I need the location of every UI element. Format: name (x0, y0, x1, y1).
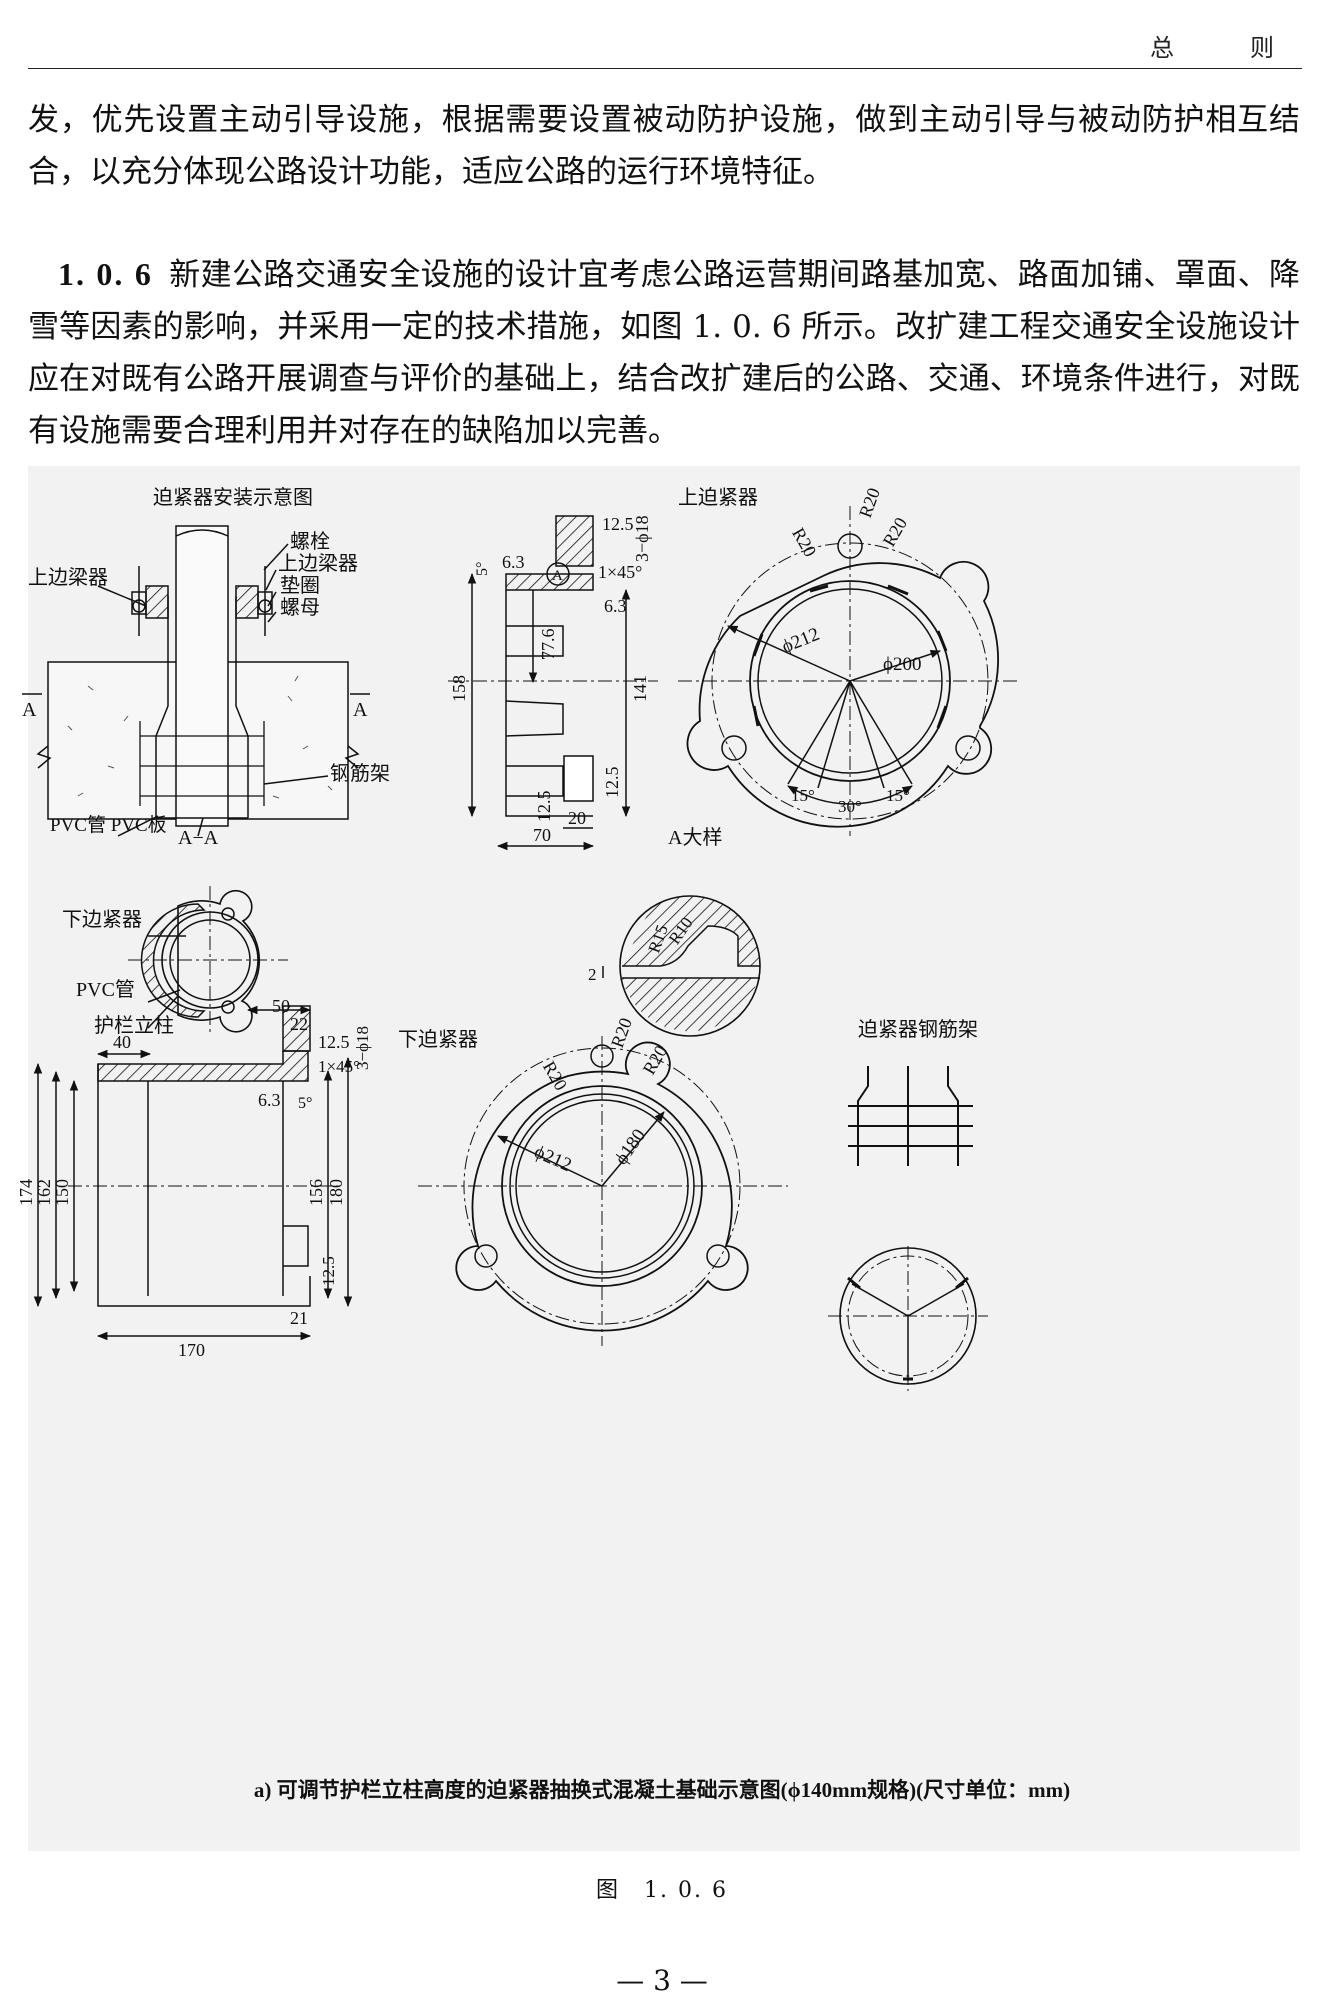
dim-180: 180 (326, 1179, 346, 1206)
dim-3-phi18: 3−ϕ18 (632, 515, 652, 562)
install-diagram: 迫紧器安装示意图 (22, 486, 390, 849)
clause-text: 新建公路交通安全设施的设计宜考虑公路运营期间路基加宽、路面加铺、罩面、降雪等因素… (28, 257, 1300, 449)
upper-clamp-drawing: 上迫紧器 R20 R20 R20 ϕ212 ϕ200 15° 30° (678, 485, 1018, 836)
dim-phi212: ϕ212 (779, 624, 823, 658)
dim-150: 150 (52, 1179, 72, 1206)
dim-12-5-b: 12.5 (319, 1256, 338, 1286)
rebar-cage-drawing: 迫紧器钢筋架 (828, 1018, 988, 1391)
radius-r20-3: R20 (639, 1042, 671, 1078)
dim-40: 40 (113, 1032, 131, 1052)
dim-22: 22 (290, 1014, 308, 1034)
concrete-speckles (67, 675, 333, 799)
figure-caption: 图 1. 0. 6 (596, 1878, 728, 1903)
upper-clamp-title: 上迫紧器 (678, 486, 758, 509)
label-rebar-cage: 钢筋架 (330, 762, 390, 785)
radius-r20-2: R20 (607, 1015, 636, 1050)
dim-phi180: ϕ180 (611, 1125, 650, 1169)
dim-5deg: 5° (298, 1095, 312, 1112)
radius-r20-1: R20 (539, 1058, 571, 1094)
dim-5deg: 5° (474, 562, 491, 576)
dim-50: 50 (272, 996, 290, 1016)
dim-70: 70 (533, 825, 551, 845)
label-pvc-pipe: PVC管 (76, 978, 135, 1001)
callout-a: A (552, 568, 563, 584)
dim-12-5: 12.5 (602, 514, 634, 534)
engineering-drawing: 迫紧器安装示意图 (16, 485, 1018, 1391)
angle-15-right: 15° (886, 786, 910, 805)
dim-20: 20 (568, 808, 586, 828)
section-mark-a-right: A (353, 699, 368, 721)
dim-phi200: ϕ200 (883, 654, 922, 675)
label-lower-clamp: 下边紧器 (62, 908, 142, 931)
a-detail-drawing: 2 R15 R10 (588, 895, 761, 1037)
header-rule (28, 68, 1302, 69)
detail-a-callout (546, 562, 570, 586)
section-mark-a-left: A (22, 699, 37, 721)
lower-plan-drawing: 下边紧器 PVC管 护栏立柱 (62, 886, 288, 1037)
dim-158: 158 (449, 675, 469, 702)
dim-174: 174 (16, 1179, 36, 1206)
angle-15-left: 15° (791, 786, 815, 805)
label-bolt: 螺栓 (290, 530, 330, 553)
radius-r20-1: R20 (788, 524, 820, 560)
dim-6-3: 6.3 (258, 1090, 281, 1110)
dim-21: 21 (290, 1308, 308, 1328)
label-washer: 垫圈 (280, 574, 320, 597)
dim-3-phi18: 3−ϕ18 (353, 1026, 372, 1070)
dim-170: 170 (178, 1340, 205, 1360)
label-section-aa: A−A (178, 827, 219, 849)
lower-clamp-title: 下迫紧器 (398, 1028, 478, 1051)
dim-12-5: 12.5 (318, 1032, 350, 1052)
upper-section-drawing: 12.5 3−ϕ18 5° 6.3 A 1×45° 6.3 77.6 158 1… (448, 514, 658, 851)
dim-12-5-c: 12.5 (534, 791, 554, 823)
angle-30: 30° (838, 797, 862, 816)
dim-6-3-b: 6.3 (604, 596, 627, 616)
dim-phi212: ϕ212 (531, 1141, 575, 1176)
label-guardrail-post: 护栏立柱 (94, 1014, 174, 1037)
dim-162: 162 (34, 1179, 54, 1206)
lower-section-drawing: 50 22 12.5 3−ϕ18 40 1×45° 6.3 5° 174 162… (16, 996, 372, 1360)
dim-1x45: 1×45° (318, 1057, 360, 1076)
label-upper-clamp-right: 上边梁器 (278, 552, 358, 575)
page-number: — 3 — (616, 1964, 708, 1997)
install-title: 迫紧器安装示意图 (153, 486, 313, 509)
clause-number: 1. 0. 6 (58, 256, 153, 292)
figure-1-0-6: 迫紧器安装示意图 (16, 466, 1300, 1851)
dim-2: 2 (588, 965, 597, 984)
radius-r20-3: R20 (879, 514, 911, 550)
dim-156: 156 (306, 1179, 326, 1206)
dim-6-3-a: 6.3 (502, 552, 525, 572)
paragraph-continued: 发，优先设置主动引导设施，根据需要设置被动防护设施，做到主动引导与被动防护相互结… (28, 102, 1300, 190)
radius-r20-2: R20 (855, 485, 884, 520)
dim-12-5-b: 12.5 (602, 767, 622, 799)
dim-77-6: 77.6 (538, 629, 558, 661)
dim-141: 141 (630, 675, 650, 702)
cage-title: 迫紧器钢筋架 (858, 1018, 978, 1041)
running-header: 总 则 (1150, 34, 1300, 62)
label-pvc: PVC管 PVC板 (50, 814, 167, 836)
figure-subcaption: a) 可调节护栏立柱高度的迫紧器抽换式混凝土基础示意图(ϕ140mm规格)(尺寸… (253, 1778, 1071, 1802)
a-detail-title: A大样 (668, 826, 722, 849)
lower-clamp-drawing: 下迫紧器 R20 R20 R20 ϕ212 ϕ180 (398, 1015, 788, 1346)
dim-1x45: 1×45° (598, 562, 642, 582)
label-upper-clamp: 上边梁器 (28, 566, 108, 589)
label-nut: 螺母 (280, 596, 320, 619)
